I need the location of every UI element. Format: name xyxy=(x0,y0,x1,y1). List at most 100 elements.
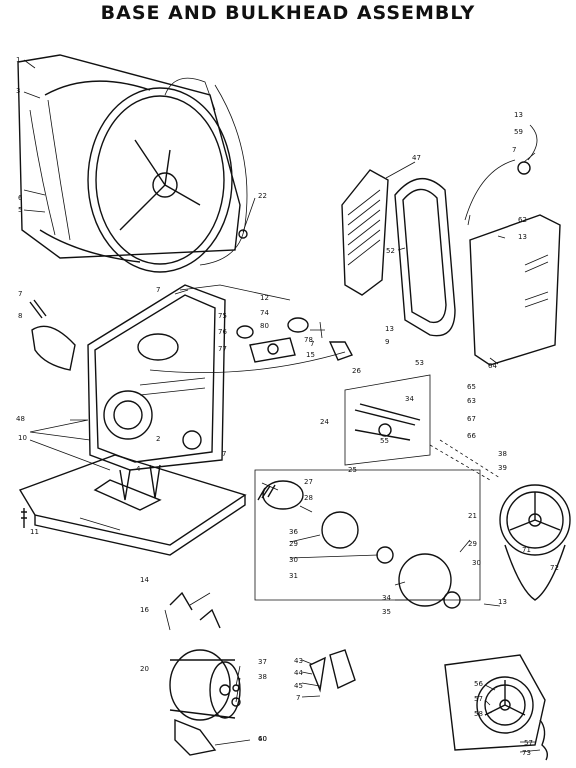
callout-64: 64 xyxy=(488,362,497,370)
callout-14: 14 xyxy=(140,576,149,584)
connector-line-upper xyxy=(149,284,346,374)
callout-13-switch: 13 xyxy=(514,111,523,119)
belt-52 xyxy=(394,177,456,337)
callout-73: 73 xyxy=(522,749,531,757)
blower-group-25-box xyxy=(254,469,481,601)
callout-38-shaft: 38 xyxy=(498,450,507,458)
callout-9: 9 xyxy=(385,338,389,346)
leader-lines xyxy=(23,59,541,753)
drum-part xyxy=(17,54,241,273)
callout-11: 11 xyxy=(30,528,39,536)
callout-57-bottom: 57 xyxy=(524,739,533,747)
callout-34-top: 34 xyxy=(405,395,414,403)
callout-13-blower: 13 xyxy=(498,598,507,606)
callout-26: 26 xyxy=(352,367,361,375)
callout-7-left: 7 xyxy=(18,290,22,298)
drum-belt-line xyxy=(199,84,248,266)
callout-27: 27 xyxy=(304,478,313,486)
drum-roller-22 xyxy=(238,229,248,239)
pulley-71-part xyxy=(499,484,571,601)
callout-36: 36 xyxy=(289,528,298,536)
base-plate-part xyxy=(18,454,247,556)
callout-8: 8 xyxy=(18,312,22,320)
callout-13-panel: 13 xyxy=(518,233,527,241)
assembly-53-box xyxy=(344,374,431,466)
page-title: BASE AND BULKHEAD ASSEMBLY xyxy=(100,2,476,24)
bracket-45 xyxy=(309,656,326,693)
belt-guard-47 xyxy=(341,169,389,296)
callout-62: 62 xyxy=(518,216,527,224)
bulkhead-panel-part xyxy=(87,284,226,471)
idler-parts-group xyxy=(236,317,354,363)
blower-housing-34 xyxy=(398,553,452,607)
callout-71: 71 xyxy=(522,546,531,554)
callout-5: 5 xyxy=(18,206,22,214)
callout-4: 4 xyxy=(136,465,141,473)
rear-panel-62 xyxy=(469,214,561,366)
callout-22: 22 xyxy=(258,192,267,200)
callout-43: 43 xyxy=(294,657,303,665)
callout-6: 6 xyxy=(18,194,23,202)
motor-mount-40 xyxy=(174,718,217,756)
fan-cover-8 xyxy=(31,325,76,371)
callout-60: 60 xyxy=(258,735,267,743)
rear-panel-vents xyxy=(524,254,549,308)
callout-2: 2 xyxy=(156,435,160,443)
callout-37: 37 xyxy=(258,658,267,666)
callout-10: 10 xyxy=(18,434,27,442)
callout-39: 39 xyxy=(498,464,507,472)
callout-1: 1 xyxy=(16,56,20,64)
callout-29-left: 29 xyxy=(289,540,298,548)
callout-59: 59 xyxy=(514,128,523,136)
screw-11 xyxy=(21,508,27,528)
spring-73 xyxy=(539,719,549,761)
callout-3: 3 xyxy=(16,87,20,95)
callout-52: 52 xyxy=(386,247,395,255)
blower-disc-30 xyxy=(321,511,359,549)
callout-67: 67 xyxy=(467,415,476,423)
callout-7-bottom: 7 xyxy=(296,694,300,702)
callout-35: 35 xyxy=(382,608,391,616)
callout-30-right: 30 xyxy=(472,559,481,567)
callout-34-bottom: 34 xyxy=(382,594,391,602)
callout-58: 58 xyxy=(474,710,483,718)
callout-45: 45 xyxy=(294,682,303,690)
callout-55: 55 xyxy=(380,437,389,445)
callout-24: 24 xyxy=(320,418,329,426)
callout-31: 31 xyxy=(289,572,298,580)
callout-28: 28 xyxy=(304,494,313,502)
callout-78: 78 xyxy=(304,336,313,344)
callout-7-bulkhead: 7 xyxy=(222,450,226,458)
callout-15: 15 xyxy=(306,351,315,359)
spring-38 xyxy=(231,697,241,707)
callout-48: 48 xyxy=(16,415,25,423)
callout-72: 72 xyxy=(550,564,559,572)
callout-76: 76 xyxy=(218,328,227,336)
callout-40: 40 xyxy=(258,735,267,743)
callout-12: 12 xyxy=(260,294,269,302)
bracket-44 xyxy=(329,649,356,689)
callout-7-top: 7 xyxy=(156,286,160,294)
callout-66: 66 xyxy=(467,432,476,440)
motor-clip-14 xyxy=(169,591,221,629)
callout-75: 75 xyxy=(218,312,227,320)
callout-13-idler: 13 xyxy=(385,325,394,333)
callout-56: 56 xyxy=(474,680,483,688)
callout-74: 74 xyxy=(260,309,269,317)
callout-38-motor: 38 xyxy=(258,673,267,681)
screw-7-left xyxy=(29,299,47,319)
callout-7-mid: 7 xyxy=(310,340,314,348)
callout-7-right: 7 xyxy=(512,146,516,154)
callout-29-right: 29 xyxy=(468,540,477,548)
callout-44: 44 xyxy=(294,669,303,677)
blower-wheel-27 xyxy=(257,480,304,510)
callout-57-top: 57 xyxy=(474,695,483,703)
callout-53: 53 xyxy=(415,359,424,367)
callout-16: 16 xyxy=(140,606,149,614)
callout-30-left: 30 xyxy=(289,556,298,564)
belt-guard-ribs xyxy=(347,189,381,266)
callout-80: 80 xyxy=(260,322,269,330)
callout-65: 65 xyxy=(467,383,476,391)
